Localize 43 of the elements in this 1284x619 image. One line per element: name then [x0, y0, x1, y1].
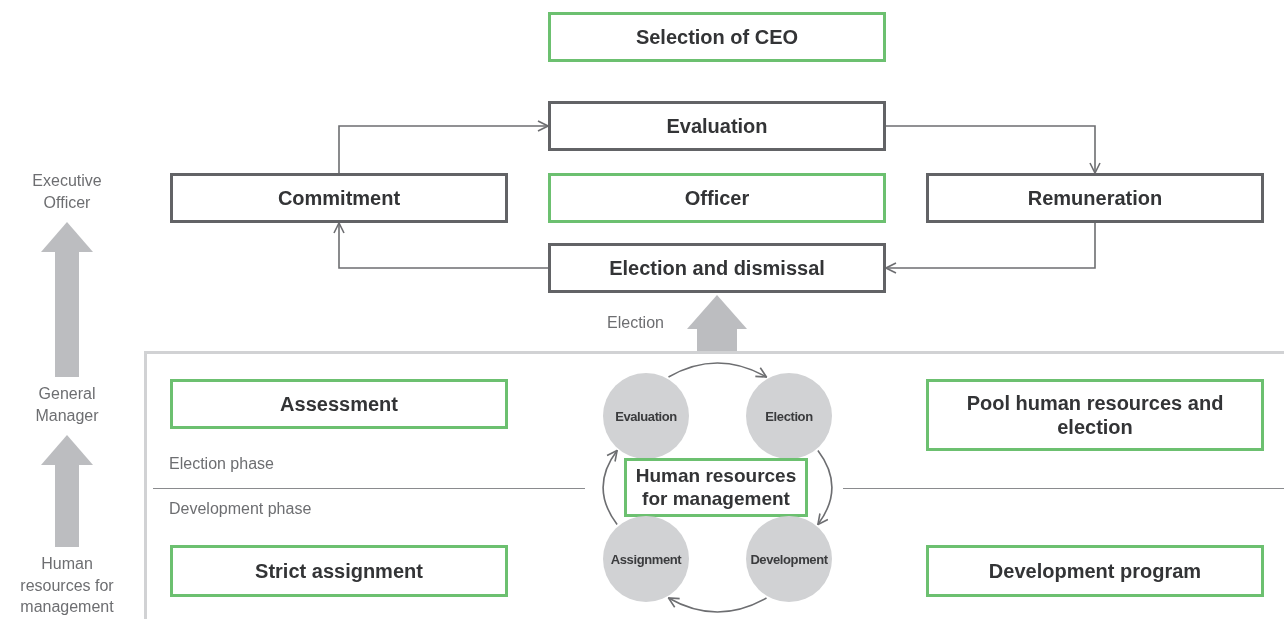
arrow	[333, 222, 549, 269]
circle-label: Election	[765, 408, 813, 424]
box-label: Election and dismissal	[609, 256, 825, 280]
arrow	[885, 222, 1096, 274]
level-label: Executive Officer	[10, 170, 124, 214]
box-label: Assessment	[280, 392, 398, 416]
block-arrow	[41, 222, 93, 377]
process-box	[170, 545, 508, 597]
block-arrow	[41, 435, 93, 547]
process-box	[926, 379, 1264, 451]
process-box	[548, 12, 886, 62]
process-box	[926, 173, 1264, 223]
box-label: Evaluation	[666, 114, 768, 138]
process-box	[548, 243, 886, 293]
circle-label: Development	[750, 551, 828, 567]
arrow	[817, 449, 833, 526]
process-box	[548, 173, 886, 223]
circle-label: Assignment	[610, 551, 682, 567]
phase-label: Development phase	[169, 500, 312, 518]
box-label: Selection of CEO	[635, 25, 799, 49]
arrow	[338, 120, 549, 174]
level-label: General Manager	[10, 383, 124, 427]
arrow	[602, 449, 618, 526]
box-label: Human resources for management	[635, 464, 797, 511]
process-box	[548, 101, 886, 151]
box-label: Remuneration	[1027, 186, 1163, 210]
box-label: Pool human resources and election	[965, 391, 1225, 439]
arrow	[667, 597, 768, 613]
arrow	[667, 362, 768, 378]
arrow	[885, 125, 1101, 174]
panel-frame	[144, 351, 1284, 619]
box-label: Strict assignment	[255, 559, 423, 583]
process-box	[170, 379, 508, 429]
process-box	[926, 545, 1264, 597]
phase-label: Election phase	[169, 455, 274, 473]
block-arrow	[687, 295, 747, 351]
process-box	[624, 458, 808, 517]
box-label: Officer	[684, 186, 750, 210]
box-label: Development program	[988, 559, 1202, 583]
level-label: Human resources for management	[8, 553, 126, 617]
process-box	[170, 173, 508, 223]
box-label: Commitment	[277, 186, 401, 210]
circle-label: Evaluation	[615, 408, 677, 424]
